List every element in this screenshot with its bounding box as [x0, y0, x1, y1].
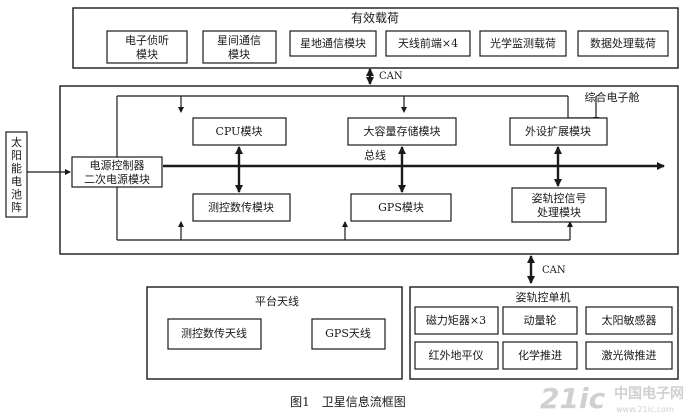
can-label-right: CAN — [542, 265, 566, 276]
aocs-unit-label: 激光微推进 — [602, 348, 657, 362]
payload-module-antenna: 天线前端×4 — [385, 30, 471, 57]
peripheral-label: 外设扩展模块 — [525, 124, 591, 138]
aocs-signal-label: 姿轨控信号处理模块 — [532, 191, 587, 219]
payload-module-label: 数据处理载荷 — [590, 36, 656, 50]
payload-module-esm: 电子侦听模块 — [106, 30, 188, 64]
avionics-group: 综合电子舱 电源控制器二次电源模块 总线 CPU模块 大容量存储 — [59, 85, 679, 255]
aocs-unit: 化学推进 — [502, 341, 578, 370]
aocs-unit-label: 化学推进 — [518, 348, 562, 362]
can-link-right: CAN — [527, 255, 566, 284]
watermark-cn: 中国电子网 — [614, 385, 684, 402]
storage-label: 大容量存储模块 — [364, 124, 441, 138]
avionics-frame — [59, 85, 679, 255]
payload-frame — [72, 7, 679, 69]
aocs-title: 姿轨控单机 — [516, 290, 571, 304]
payload-module-label: 电子侦听模块 — [125, 34, 169, 61]
ttc-antenna-label: 测控数传天线 — [181, 326, 247, 340]
gps-antenna-label: GPS天线 — [325, 326, 371, 340]
can-link-top: CAN — [366, 68, 403, 85]
gps-label: GPS模块 — [378, 201, 424, 214]
ttc-module: 测控数传模块 — [192, 193, 291, 222]
aocs-unit-label: 磁力矩器×3 — [426, 314, 486, 327]
avionics-title: 综合电子舱 — [585, 90, 640, 104]
watermark: 21ic 中国电子网 www.21ic.com — [540, 382, 684, 415]
platform-antenna-group: 平台天线 测控数传天线 GPS天线 — [146, 286, 403, 380]
watermark-url: www.21ic.com — [616, 405, 674, 414]
payload-module-sgl: 星地通信模块 — [289, 30, 377, 57]
aocs-unit: 激光微推进 — [585, 341, 673, 370]
aocs-unit: 太阳敏感器 — [585, 306, 673, 335]
aocs-frame — [409, 286, 679, 380]
aocs-unit: 红外地平仪 — [414, 341, 499, 370]
payload-module-label: 天线前端×4 — [398, 36, 458, 50]
aocs-unit-label: 太阳敏感器 — [602, 313, 657, 327]
ttc-label: 测控数传模块 — [208, 200, 274, 214]
aocs-signal-module: 姿轨控信号处理模块 — [511, 187, 607, 223]
ttc-antenna: 测控数传天线 — [167, 318, 262, 350]
aocs-unit-label: 红外地平仪 — [429, 349, 484, 362]
payload-module-optical: 光学监测载荷 — [479, 30, 567, 57]
gps-module: GPS模块 — [350, 193, 452, 222]
payload-module-dataproc: 数据处理载荷 — [577, 30, 669, 57]
payload-group: 有效载荷 电子侦听模块 星间通信模块 星地通信模块 天线前端×4 光学监测载荷 … — [72, 7, 679, 69]
platform-antenna-title: 平台天线 — [255, 294, 299, 308]
payload-module-label: 光学监测载荷 — [490, 36, 556, 50]
payload-module-label: 星间通信模块 — [217, 34, 261, 61]
payload-module-label: 星地通信模块 — [300, 37, 366, 50]
cpu-label: CPU模块 — [216, 125, 263, 138]
power-controller-label: 电源控制器二次电源模块 — [84, 158, 150, 186]
power-controller-module: 电源控制器二次电源模块 — [71, 156, 163, 188]
payload-module-isl: 星间通信模块 — [202, 30, 277, 64]
platform-antenna-frame — [146, 286, 403, 380]
aocs-unit-label: 动量轮 — [524, 313, 557, 327]
solar-array: 太阳能电池阵 — [5, 131, 28, 218]
peripheral-expansion-module: 外设扩展模块 — [509, 117, 608, 146]
figure-caption: 图1 卫星信息流框图 — [290, 394, 406, 409]
watermark-main: 21ic — [540, 382, 606, 415]
aocs-unit: 磁力矩器×3 — [414, 306, 499, 335]
can-label-top: CAN — [379, 71, 403, 82]
aocs-group: 姿轨控单机 磁力矩器×3 动量轮 太阳敏感器 红外地平仪 化学推进 激光微推进 — [409, 286, 679, 380]
solar-array-label: 太阳能电池阵 — [11, 136, 22, 214]
cpu-module: CPU模块 — [192, 117, 287, 146]
bus-label: 总线 — [364, 148, 386, 162]
mass-storage-module: 大容量存储模块 — [347, 117, 457, 146]
aocs-unit: 动量轮 — [502, 306, 578, 335]
gps-antenna: GPS天线 — [311, 318, 386, 350]
payload-title: 有效载荷 — [351, 10, 399, 25]
